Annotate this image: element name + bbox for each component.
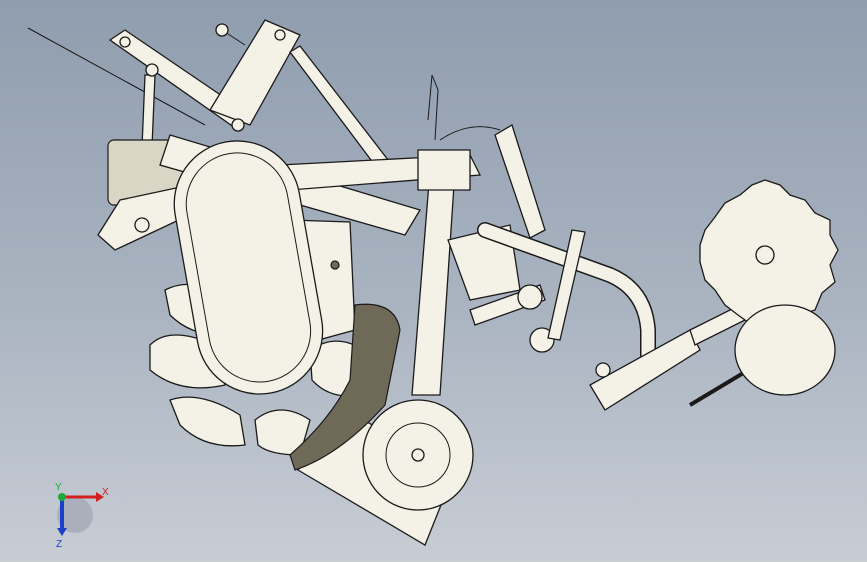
column-clamp xyxy=(417,149,471,191)
gauge-arm xyxy=(547,229,586,341)
tiller-tine xyxy=(169,396,246,447)
y-axis-label: Y xyxy=(55,482,62,493)
belt-cover-rim xyxy=(185,152,312,383)
arm-pivot xyxy=(517,284,543,310)
pivot-pin xyxy=(274,29,286,41)
tie-rod xyxy=(289,45,393,173)
wheel-hub xyxy=(411,448,425,462)
opener-frame xyxy=(589,329,701,411)
smooth-disc xyxy=(734,304,836,396)
pivot-pin xyxy=(145,63,159,77)
spring-wire xyxy=(427,74,439,141)
disc-hub xyxy=(755,245,775,265)
lever-knob xyxy=(595,362,611,378)
gauge-wheel xyxy=(529,327,555,353)
pivot-pin xyxy=(119,36,131,48)
depth-wheel-rim xyxy=(385,422,451,488)
bolt xyxy=(330,260,340,270)
adjust-knob xyxy=(215,23,229,37)
x-arrowhead xyxy=(96,492,104,502)
delivery-tube xyxy=(478,223,655,362)
z-arrowhead xyxy=(57,528,67,536)
x-axis-label: X xyxy=(102,487,109,498)
pivot-pin xyxy=(231,118,245,132)
construction-line xyxy=(27,27,206,126)
coordinate-triad: X Y Z xyxy=(55,482,109,550)
z-axis-label: Z xyxy=(56,539,62,550)
rear-guard xyxy=(289,303,401,471)
guide-post xyxy=(494,124,546,239)
upright-column xyxy=(411,169,456,396)
pivot-pin xyxy=(134,217,150,233)
y-axis-dot xyxy=(58,493,66,501)
spring-wire xyxy=(439,126,501,141)
triad-shadow xyxy=(57,497,93,533)
belt-cover xyxy=(173,140,324,395)
